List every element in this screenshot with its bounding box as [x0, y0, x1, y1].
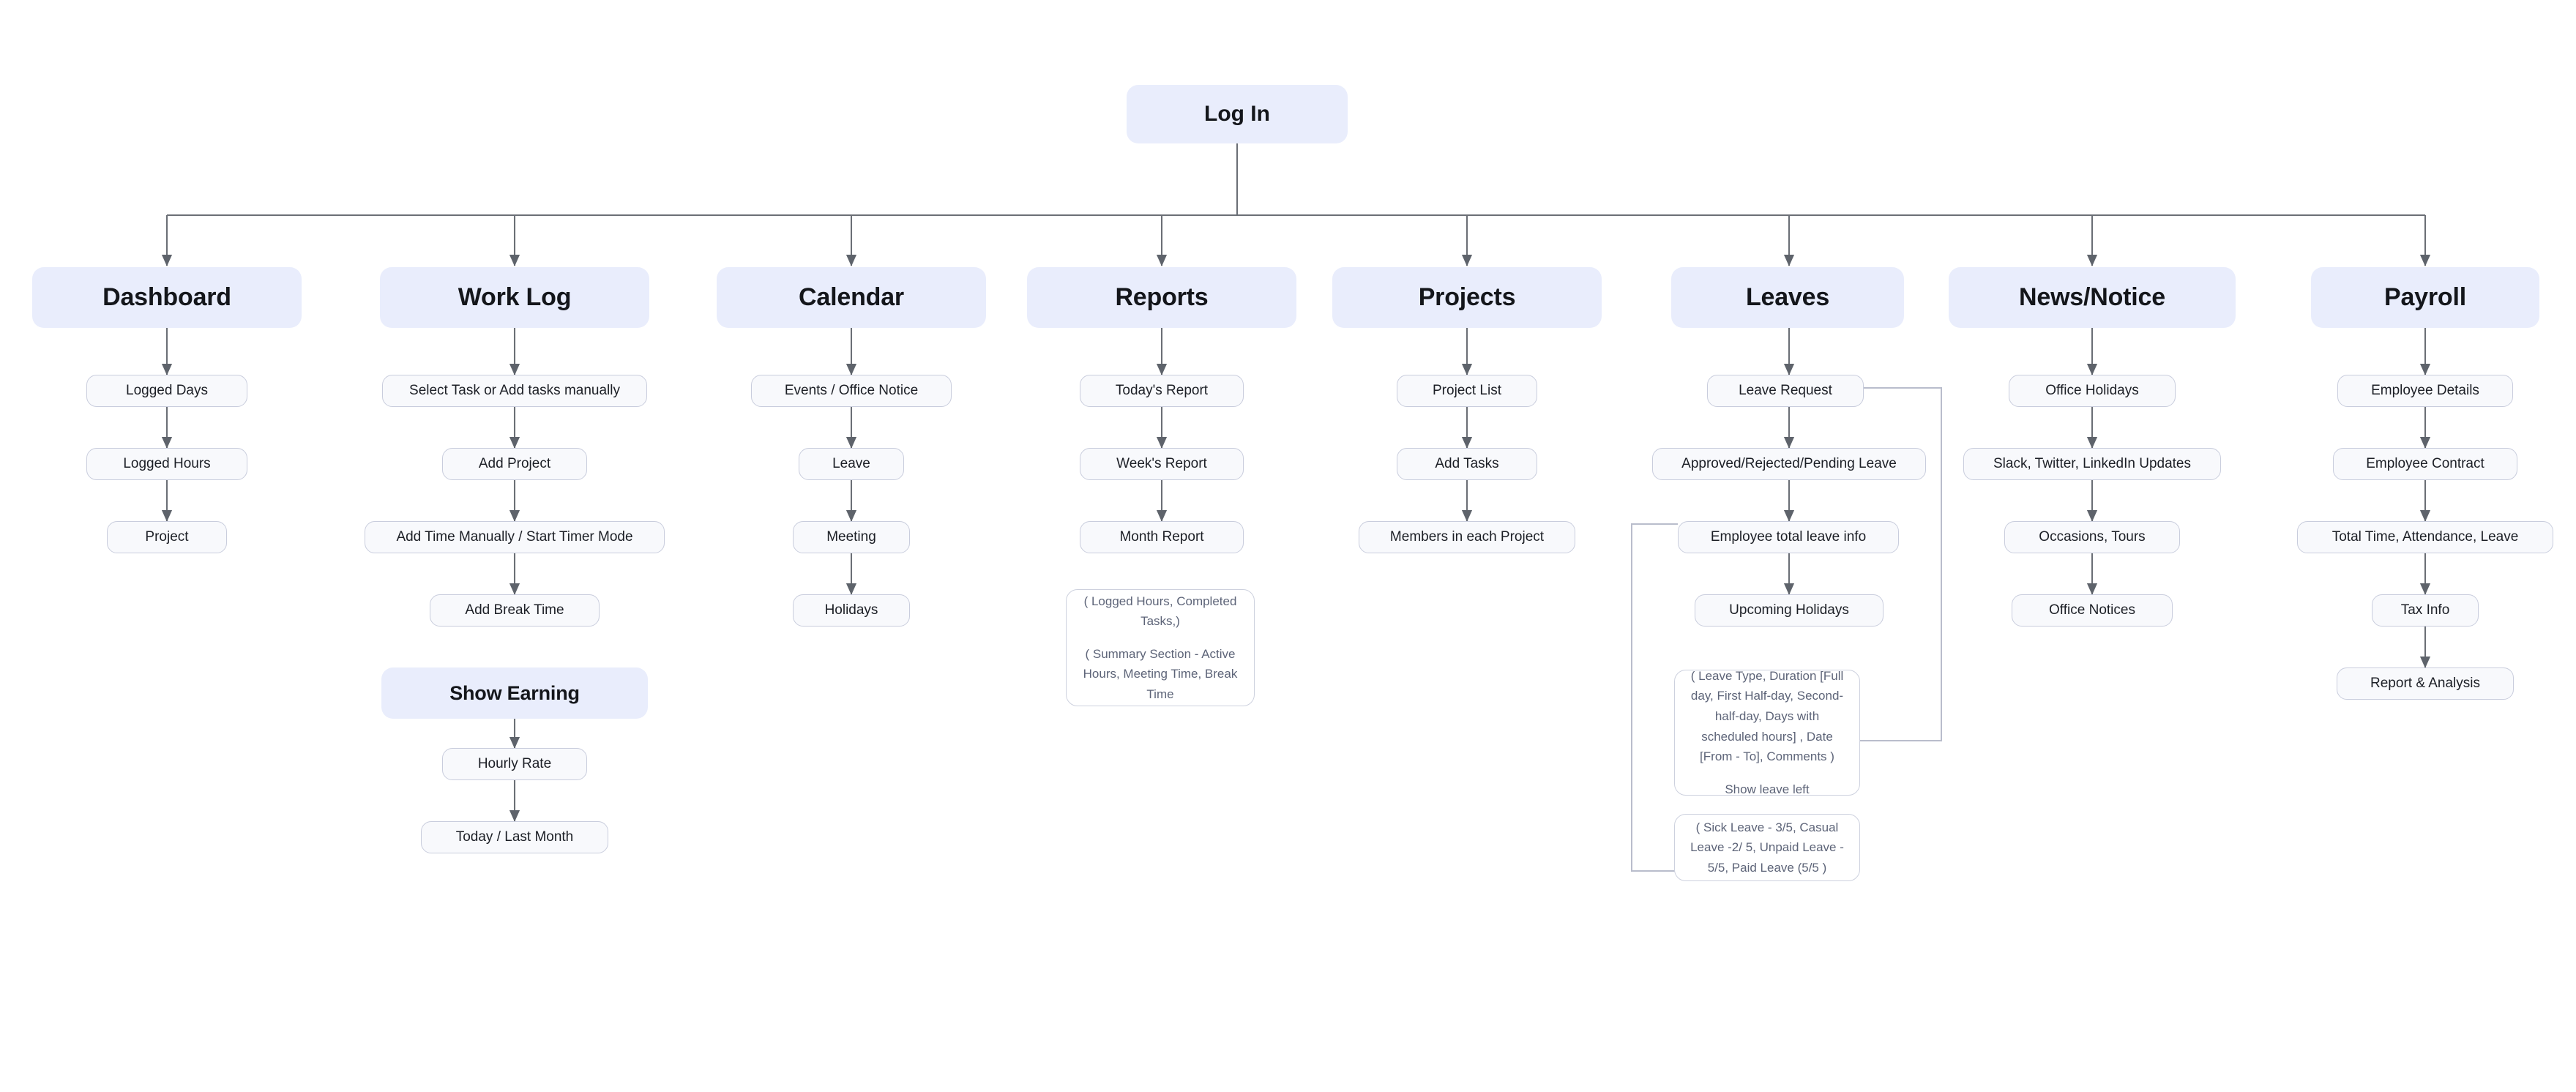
node-log-in[interactable]: Log In	[1127, 85, 1348, 143]
node-label: Hourly Rate	[477, 756, 552, 771]
note-reports-summary: ( Logged Hours, Completed Tasks,) ( Summ…	[1066, 589, 1255, 706]
node-label: Leave	[832, 456, 870, 471]
node-label: Logged Days	[126, 383, 208, 398]
node-label: Show Earning	[449, 681, 580, 704]
node-label: Members in each Project	[1389, 529, 1545, 545]
node-weeks-report[interactable]: Week's Report	[1080, 448, 1244, 480]
node-add-tasks[interactable]: Add Tasks	[1397, 448, 1537, 480]
node-holidays[interactable]: Holidays	[793, 594, 910, 627]
note-line: Show leave left	[1725, 782, 1810, 796]
node-occasions-tours[interactable]: Occasions, Tours	[2004, 521, 2180, 553]
section-header-payroll[interactable]: Payroll	[2311, 267, 2539, 328]
node-label: Week's Report	[1116, 456, 1207, 471]
node-employee-contract[interactable]: Employee Contract	[2333, 448, 2517, 480]
node-label: Add Project	[478, 456, 551, 471]
node-label: Add Break Time	[465, 602, 564, 618]
note-leave-balance: ( Sick Leave - 3/5, Casual Leave -2/ 5, …	[1674, 814, 1860, 881]
note-line: ( Leave Type, Duration [Full day, First …	[1690, 668, 1844, 764]
node-members-each-project[interactable]: Members in each Project	[1359, 521, 1575, 553]
node-label: Payroll	[2384, 283, 2466, 311]
note-leave-request-fields: ( Leave Type, Duration [Full day, First …	[1674, 669, 1860, 796]
node-label: Today's Report	[1115, 383, 1209, 398]
node-label: Office Holidays	[2045, 383, 2139, 398]
note-line: ( Summary Section - Active Hours, Meetin…	[1083, 646, 1238, 701]
node-events-office-notice[interactable]: Events / Office Notice	[751, 375, 952, 407]
section-header-news-notice[interactable]: News/Notice	[1949, 267, 2236, 328]
node-tax-info[interactable]: Tax Info	[2372, 594, 2479, 627]
node-leave-request[interactable]: Leave Request	[1707, 375, 1864, 407]
section-header-calendar[interactable]: Calendar	[717, 267, 986, 328]
node-report-analysis[interactable]: Report & Analysis	[2337, 667, 2514, 700]
node-office-holidays[interactable]: Office Holidays	[2009, 375, 2176, 407]
node-label: Tax Info	[2400, 602, 2450, 618]
section-header-dashboard[interactable]: Dashboard	[32, 267, 302, 328]
node-label: News/Notice	[2019, 283, 2165, 311]
node-employee-details[interactable]: Employee Details	[2337, 375, 2513, 407]
node-label: Events / Office Notice	[784, 383, 919, 398]
node-add-project[interactable]: Add Project	[442, 448, 587, 480]
note-line: ( Logged Hours, Completed Tasks,)	[1083, 594, 1237, 629]
node-logged-hours[interactable]: Logged Hours	[86, 448, 247, 480]
node-label: Leave Request	[1739, 383, 1832, 398]
node-label: Holidays	[824, 602, 878, 618]
node-label: Upcoming Holidays	[1729, 602, 1849, 618]
node-social-updates[interactable]: Slack, Twitter, LinkedIn Updates	[1963, 448, 2221, 480]
node-label: Select Task or Add tasks manually	[409, 383, 620, 398]
node-label: Employee Contract	[2366, 456, 2484, 471]
node-label: Add Tasks	[1435, 456, 1499, 471]
node-meeting[interactable]: Meeting	[793, 521, 910, 553]
node-label: Project List	[1433, 383, 1501, 398]
node-label: Log In	[1204, 102, 1270, 126]
node-label: Calendar	[799, 283, 904, 311]
node-label: Report & Analysis	[2370, 676, 2480, 691]
section-header-work-log[interactable]: Work Log	[380, 267, 649, 328]
node-dashboard-project[interactable]: Project	[107, 521, 227, 553]
node-project-list[interactable]: Project List	[1397, 375, 1537, 407]
section-header-reports[interactable]: Reports	[1027, 267, 1296, 328]
node-label: Slack, Twitter, LinkedIn Updates	[1993, 456, 2192, 471]
node-employee-total-leave-info[interactable]: Employee total leave info	[1678, 521, 1899, 553]
node-total-time-attendance-leave[interactable]: Total Time, Attendance, Leave	[2297, 521, 2553, 553]
node-approved-rejected-pending[interactable]: Approved/Rejected/Pending Leave	[1652, 448, 1926, 480]
node-today-last-month[interactable]: Today / Last Month	[421, 821, 608, 853]
note-line: ( Sick Leave - 3/5, Casual Leave -2/ 5, …	[1690, 820, 1844, 875]
node-label: Office Notices	[2049, 602, 2135, 618]
node-label: Total Time, Attendance, Leave	[2332, 529, 2519, 545]
section-header-show-earning[interactable]: Show Earning	[381, 667, 648, 719]
node-todays-report[interactable]: Today's Report	[1080, 375, 1244, 407]
node-label: Occasions, Tours	[2039, 529, 2146, 545]
node-upcoming-holidays[interactable]: Upcoming Holidays	[1695, 594, 1884, 627]
node-label: Work Log	[458, 283, 572, 311]
node-month-report[interactable]: Month Report	[1080, 521, 1244, 553]
node-label: Project	[145, 529, 189, 545]
node-select-task[interactable]: Select Task or Add tasks manually	[382, 375, 647, 407]
node-label: Add Time Manually / Start Timer Mode	[396, 529, 633, 545]
node-label: Dashboard	[102, 283, 231, 311]
node-hourly-rate[interactable]: Hourly Rate	[442, 748, 587, 780]
node-label: Projects	[1418, 283, 1516, 311]
node-label: Leaves	[1745, 283, 1830, 311]
node-label: Today / Last Month	[455, 829, 574, 845]
node-label: Logged Hours	[123, 456, 211, 471]
node-add-time-manually[interactable]: Add Time Manually / Start Timer Mode	[365, 521, 665, 553]
node-label: Approved/Rejected/Pending Leave	[1681, 456, 1897, 471]
node-logged-days[interactable]: Logged Days	[86, 375, 247, 407]
node-label: Employee total leave info	[1710, 529, 1867, 545]
node-add-break-time[interactable]: Add Break Time	[430, 594, 600, 627]
section-header-projects[interactable]: Projects	[1332, 267, 1602, 328]
node-label: Employee Details	[2371, 383, 2479, 398]
node-label: Month Report	[1119, 529, 1204, 545]
node-label: Meeting	[826, 529, 876, 545]
section-header-leaves[interactable]: Leaves	[1671, 267, 1904, 328]
node-label: Reports	[1115, 283, 1209, 311]
node-calendar-leave[interactable]: Leave	[799, 448, 904, 480]
node-office-notices[interactable]: Office Notices	[2012, 594, 2173, 627]
